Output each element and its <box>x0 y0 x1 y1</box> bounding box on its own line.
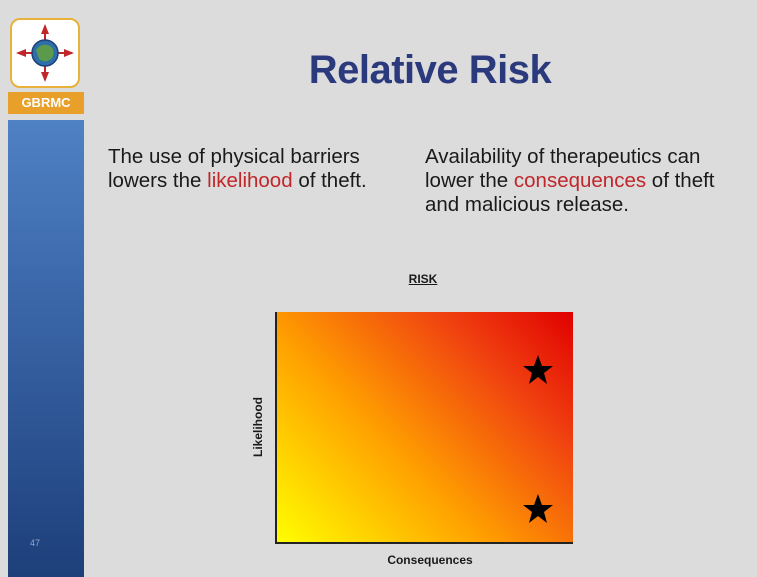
consequences-highlight: consequences <box>513 169 647 192</box>
therapeutics-text-end: of theft and malicious release. <box>425 169 715 216</box>
compass-icon <box>10 18 80 88</box>
x-axis-line <box>275 542 573 544</box>
likelihood-highlight: likelihood <box>207 169 293 192</box>
risk-heading: RISK <box>408 272 438 286</box>
risk-matrix <box>276 312 573 543</box>
barriers-text-end: of theft. <box>292 169 367 192</box>
logo-label: GBRMC <box>8 92 84 114</box>
sidebar: 47 GBRMC <box>0 0 86 577</box>
barriers-paragraph: The use of physical barriers lowers the … <box>108 145 378 193</box>
x-axis-label: Consequences <box>387 553 473 567</box>
y-axis-label: Likelihood <box>251 397 265 457</box>
star-icon <box>523 355 553 384</box>
therapeutics-text-start: Availability of therapeutics can lower t… <box>425 145 701 192</box>
sidebar-gradient-bar <box>8 120 84 577</box>
slide-number: 47 <box>30 538 41 548</box>
slide-title: Relative Risk <box>308 48 552 92</box>
star-icon <box>523 494 553 523</box>
barriers-text-start: The use of physical barriers lowers the <box>108 145 360 192</box>
gbrmc-logo: GBRMC <box>8 18 84 118</box>
therapeutics-paragraph: Availability of therapeutics can lower t… <box>425 145 745 217</box>
y-axis-line <box>275 312 277 544</box>
